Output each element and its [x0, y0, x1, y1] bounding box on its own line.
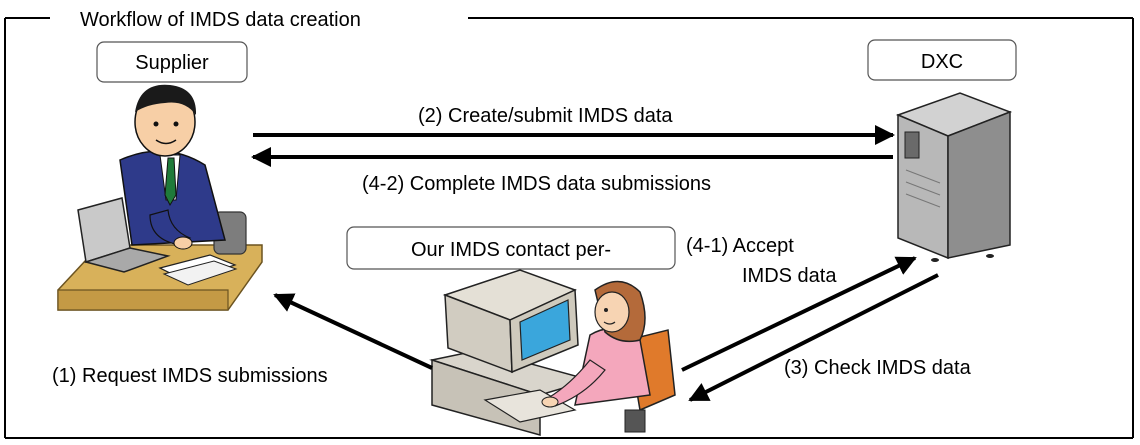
arrow-step4-1	[681, 256, 917, 372]
supplier-label: Supplier	[135, 52, 209, 74]
server-tower-icon	[895, 92, 1013, 262]
woman-desktop-computer-icon	[429, 269, 676, 436]
frame	[4, 17, 1134, 439]
contact-label: Our IMDS contact per-	[411, 239, 611, 261]
dxc-label: DXC	[921, 51, 963, 73]
contact-label-box: Our IMDS contact per-	[346, 226, 676, 270]
step2-label: (2) Create/submit IMDS data	[418, 105, 673, 127]
arrow-step1	[273, 293, 433, 370]
step4-2-label: (4-2) Complete IMDS data submissions	[362, 173, 711, 195]
businessman-laptop-icon	[57, 84, 263, 311]
arrows	[251, 125, 939, 402]
step4-1-label-line1: (4-1) Accept	[686, 235, 794, 257]
step3-label: (3) Check IMDS data	[784, 357, 972, 379]
diagram-title: Workflow of IMDS data creation	[80, 9, 361, 31]
step4-1-label-line2: IMDS data	[742, 265, 837, 287]
arrow-step3	[688, 273, 939, 402]
supplier-label-box: Supplier	[96, 41, 248, 83]
dxc-label-box: DXC	[867, 39, 1017, 81]
step1-label: (1) Request IMDS submissions	[52, 365, 328, 387]
